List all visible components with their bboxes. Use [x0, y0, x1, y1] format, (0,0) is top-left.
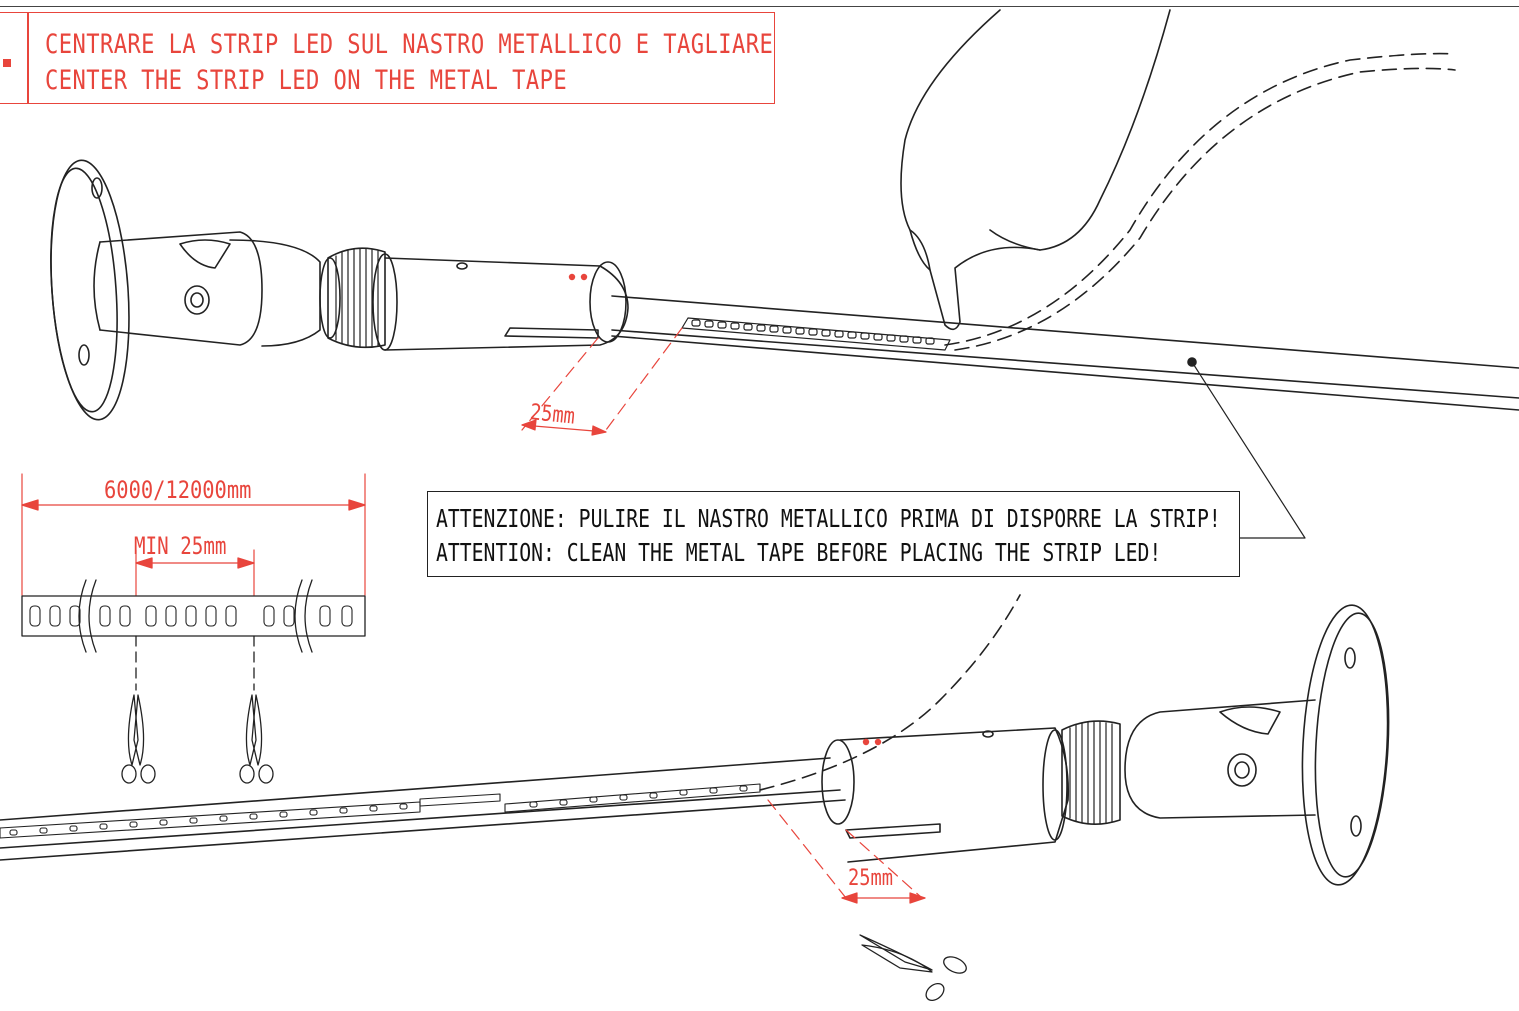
dimension-offset-top — [521, 327, 683, 436]
warning-text-it: ATTENZIONE: PULIRE IL NASTRO METALLICO P… — [436, 504, 1221, 533]
instruction-title-en: CENTER THE STRIP LED ON THE METAL TAPE — [45, 65, 568, 96]
dimension-label-min: MIN 25mm — [134, 532, 227, 560]
instruction-title-box: CENTRARE LA STRIP LED SUL NASTRO METALLI… — [0, 12, 775, 104]
scissors-icon — [859, 934, 967, 1002]
dimension-label-total: 6000/12000mm — [104, 476, 252, 504]
top-border-line — [0, 6, 1519, 7]
step-marker — [3, 59, 11, 67]
warning-text-en: ATTENTION: CLEAN THE METAL TAPE BEFORE P… — [436, 538, 1162, 567]
metal-tape-top — [611, 295, 1519, 411]
scissors-icon — [239, 694, 274, 784]
strip-path-top-2 — [954, 67, 1456, 351]
screw-icon — [1344, 647, 1362, 837]
led-strip-icon — [0, 783, 761, 839]
scissors-icon — [121, 694, 156, 784]
hand-icon — [900, 9, 1171, 331]
warning-leader — [1191, 361, 1306, 539]
metal-tape-bottom — [0, 757, 846, 861]
instruction-title-it: CENTRARE LA STRIP LED SUL NASTRO METALLI… — [45, 29, 774, 60]
led-strip-icon — [681, 317, 951, 351]
screw-icon — [78, 177, 103, 366]
step-divider — [27, 13, 29, 103]
warning-box: ATTENZIONE: PULIRE IL NASTRO METALLICO P… — [427, 491, 1240, 577]
wall-bracket-icon — [50, 159, 629, 421]
dimension-label-top: 25mm — [528, 400, 577, 430]
dimension-label-bottom: 25mm — [848, 866, 894, 891]
strip-path-bottom — [759, 594, 1021, 791]
wall-bracket-icon — [821, 604, 1390, 886]
strip-detail — [21, 473, 366, 691]
strip-path-top — [944, 52, 1456, 346]
dimension-offset-bottom — [767, 799, 926, 904]
